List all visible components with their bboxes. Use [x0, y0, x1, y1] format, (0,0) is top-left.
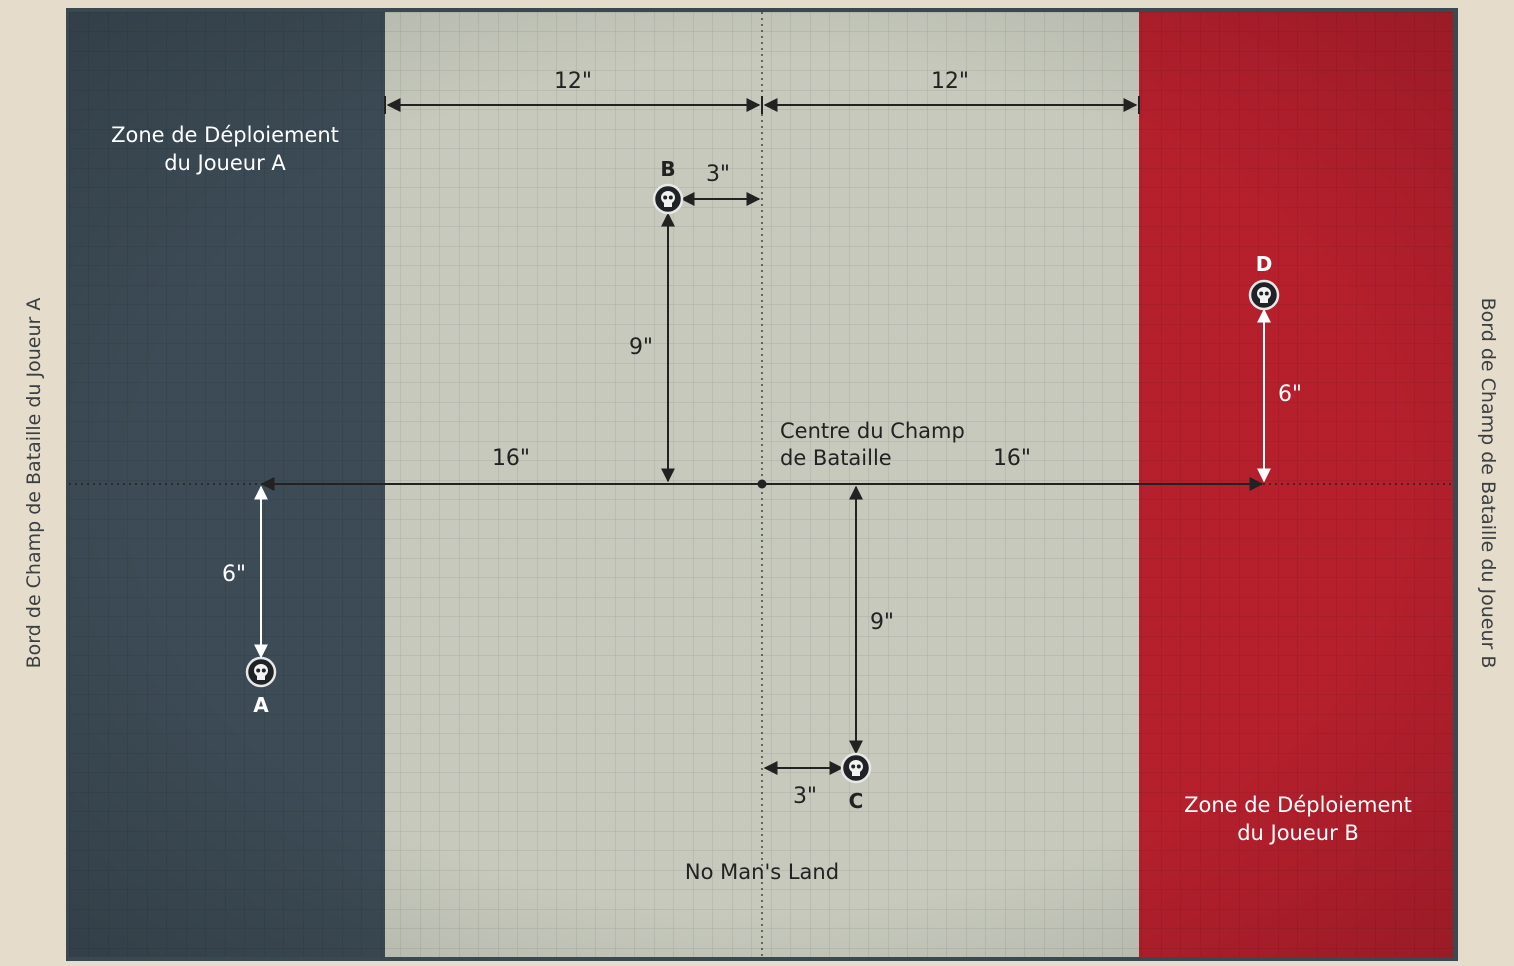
- skull-icon: [1257, 287, 1271, 303]
- measure-c-to-center-x: 3": [793, 784, 817, 809]
- skull-icon: [254, 664, 268, 680]
- measure-zone-left-width: 12": [554, 69, 592, 94]
- measure-a-to-center-y: 6": [222, 562, 246, 587]
- deployment-b-title-line2: du Joueur B: [1237, 821, 1359, 845]
- measure-b-to-center-y: 9": [629, 335, 653, 360]
- measure-zone-right-width: 12": [931, 69, 969, 94]
- center-point: [757, 479, 767, 489]
- objective-label-b: B: [660, 157, 675, 181]
- measure-c-to-center-y: 9": [870, 610, 894, 635]
- objective-marker-a: A: [245, 656, 277, 717]
- measure-d-to-center-x: 16": [993, 446, 1031, 471]
- measure-b-to-center-x: 3": [706, 162, 730, 187]
- skull-icon: [849, 760, 863, 776]
- measure-d-to-center-y: 6": [1278, 382, 1302, 407]
- measure-a-to-center-x: 16": [492, 446, 530, 471]
- deployment-a-title-line2: du Joueur A: [164, 151, 286, 175]
- objective-marker-b: B: [652, 157, 684, 215]
- no-mans-land-label: No Man's Land: [685, 860, 839, 884]
- objective-label-d: D: [1256, 252, 1273, 276]
- left-edge-label: Bord de Champ de Bataille du Joueur A: [23, 298, 45, 669]
- objective-marker-c: C: [840, 752, 872, 813]
- deployment-a-title-line1: Zone de Déploiement: [111, 123, 339, 147]
- objective-label-a: A: [253, 693, 269, 717]
- skull-icon: [661, 191, 675, 207]
- objective-marker-d: D: [1248, 252, 1280, 311]
- right-edge-label: Bord de Champ de Bataille du Joueur B: [1477, 298, 1499, 669]
- center-label-line2: de Bataille: [780, 446, 892, 470]
- deployment-b-title-line1: Zone de Déploiement: [1184, 793, 1412, 817]
- objective-label-c: C: [849, 789, 864, 813]
- center-label-line1: Centre du Champ: [780, 419, 965, 443]
